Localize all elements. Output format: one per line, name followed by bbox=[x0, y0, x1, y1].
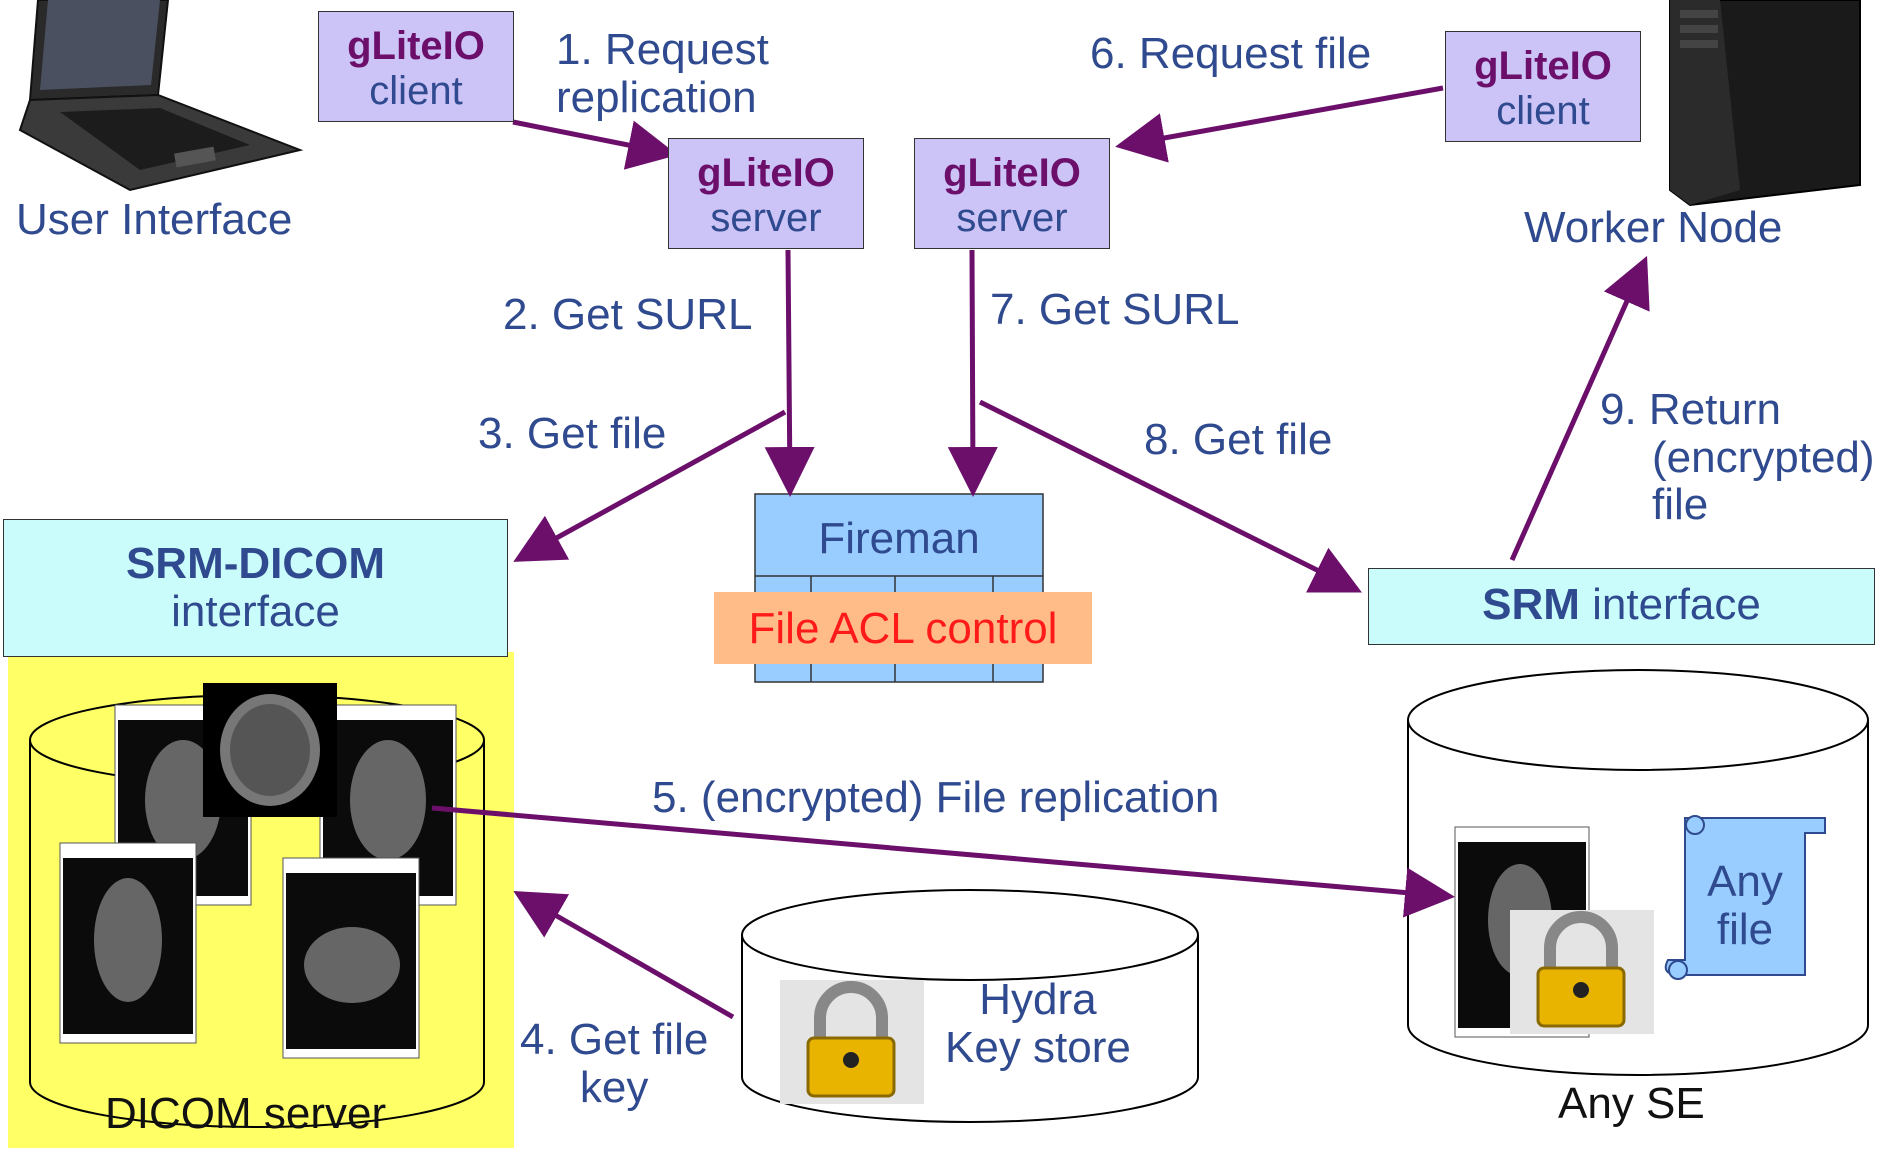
step-9-line-2: (encrypted) bbox=[1652, 432, 1875, 482]
step-1-line-2: replication bbox=[556, 72, 757, 122]
step-9-line-3: file bbox=[1652, 480, 1709, 530]
step-4-line-1: 4. Get file bbox=[520, 1015, 709, 1064]
step-2-label: 2. Get SURL bbox=[503, 290, 753, 339]
glite-client-right-subtitle: client bbox=[1496, 88, 1590, 133]
brain-mri-image bbox=[203, 683, 337, 817]
srm-dicom-subtitle: interface bbox=[171, 586, 340, 636]
step-4-line-2: key bbox=[579, 1062, 649, 1112]
glite-server-left-subtitle: server bbox=[710, 195, 822, 240]
arrow-step-1 bbox=[512, 119, 678, 170]
acl-control-label: File ACL control bbox=[748, 604, 1058, 653]
arrow-step-7 bbox=[947, 249, 998, 497]
laptop-icon bbox=[18, 0, 304, 192]
tower-server-icon bbox=[1669, 0, 1861, 207]
srm-dicom-interface-box: SRM-DICOM interface bbox=[3, 519, 508, 657]
glite-server-left: gLiteIO server bbox=[668, 138, 864, 249]
any-se-label: Any SE bbox=[1558, 1079, 1705, 1128]
hydra-line-1: Hydra bbox=[979, 975, 1097, 1024]
step-5-label: 5. (encrypted) File replication bbox=[652, 773, 1220, 822]
step-9-label: 9. Return (encrypted) file bbox=[1600, 386, 1875, 529]
glite-server-right-subtitle: server bbox=[956, 195, 1068, 240]
step-7-label: 7. Get SURL bbox=[990, 285, 1240, 334]
arrow-step-8 bbox=[978, 399, 1362, 593]
glite-client-left-title: gLiteIO bbox=[347, 24, 485, 68]
dicom-image-window-3 bbox=[59, 842, 197, 1044]
any-file-line-1: Any bbox=[1707, 857, 1783, 906]
srm-subtitle: interface bbox=[1579, 580, 1761, 629]
step-1-label: 1. Request replication bbox=[556, 26, 769, 121]
padlock-icon bbox=[780, 980, 924, 1104]
srm-dicom-title: SRM-DICOM bbox=[125, 539, 386, 588]
step-4-label: 4. Get file key bbox=[520, 1016, 708, 1111]
step-6-label: 6. Request file bbox=[1090, 29, 1372, 78]
user-interface-label: User Interface bbox=[16, 195, 293, 244]
step-8-label: 8. Get file bbox=[1144, 415, 1333, 464]
glite-client-left-subtitle: client bbox=[369, 68, 463, 113]
srm-interface-box: SRM interface bbox=[1368, 568, 1875, 645]
padlock-icon-any-se bbox=[1510, 910, 1654, 1034]
dicom-image-window-4 bbox=[282, 857, 420, 1059]
glite-server-left-title: gLiteIO bbox=[697, 151, 835, 195]
glite-server-right: gLiteIO server bbox=[914, 138, 1110, 249]
acl-control-box bbox=[714, 592, 1092, 664]
step-3-label: 3. Get file bbox=[478, 409, 667, 458]
fireman-label: Fireman bbox=[818, 514, 980, 563]
hydra-line-2: Key store bbox=[945, 1022, 1131, 1072]
dicom-server-label: DICOM server bbox=[105, 1089, 387, 1138]
arrows bbox=[431, 85, 1650, 1020]
arrow-step-5 bbox=[431, 805, 1455, 918]
glite-server-right-title: gLiteIO bbox=[943, 151, 1081, 195]
arrow-step-4 bbox=[513, 891, 735, 1020]
glite-client-right-title: gLiteIO bbox=[1474, 44, 1612, 88]
any-file-label: Any file bbox=[1690, 858, 1800, 953]
glite-client-left: gLiteIO client bbox=[318, 11, 514, 122]
step-1-line-1: 1. Request bbox=[556, 25, 769, 74]
hydra-label: Hydra Key store bbox=[945, 976, 1131, 1071]
any-file-line-2: file bbox=[1716, 904, 1774, 954]
any-file-scroll-icon bbox=[1664, 815, 1826, 980]
step-9-line-1: 9. Return bbox=[1600, 385, 1781, 434]
arrow-step-3 bbox=[513, 409, 787, 562]
arrow-step-2 bbox=[764, 249, 815, 497]
srm-title: SRM bbox=[1482, 580, 1580, 629]
glite-client-right: gLiteIO client bbox=[1445, 31, 1641, 142]
arrow-step-6 bbox=[1115, 85, 1444, 163]
worker-node-label: Worker Node bbox=[1524, 203, 1783, 252]
arrow-step-9 bbox=[1509, 255, 1650, 562]
